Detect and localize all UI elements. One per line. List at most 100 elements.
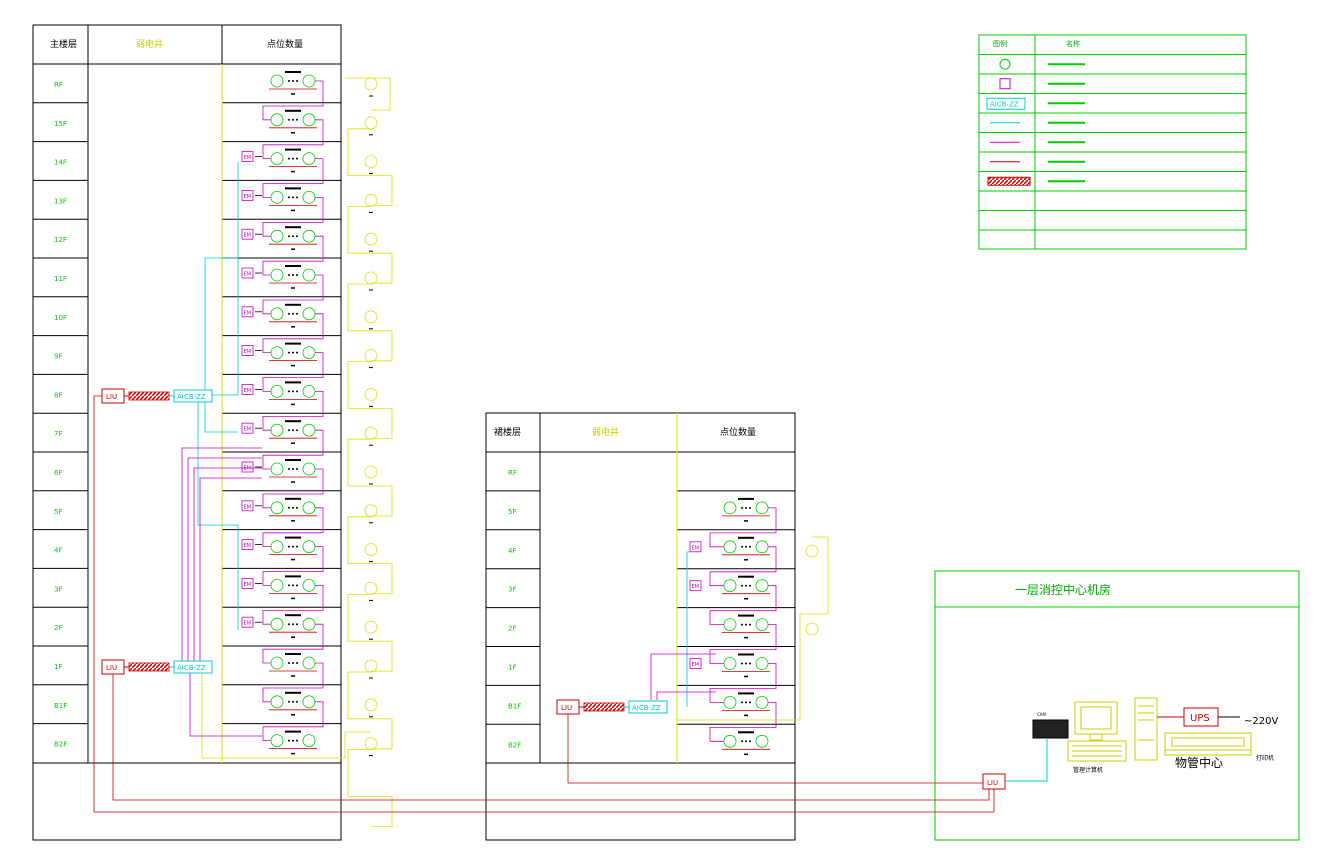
outlet-circle [302, 74, 316, 88]
keyboard-icon: CAM [1032, 712, 1069, 739]
outlet-circle [270, 346, 284, 360]
magenta-riser [199, 477, 262, 668]
dot-mark [745, 740, 747, 743]
main-floor-label: 8F [54, 391, 62, 399]
dot-mark [292, 118, 294, 121]
podium-header-floor: 裙楼层 [494, 426, 521, 438]
main-floor-label: 12F [54, 236, 67, 244]
dot-mark [741, 584, 743, 587]
camera-yellow-link [347, 205, 393, 284]
podium-floor-label: 3F [508, 586, 516, 594]
camera-yellow-link [347, 361, 393, 439]
shaft-yellow-link [222, 731, 371, 759]
camera-circle [364, 77, 378, 91]
camera-circle [364, 232, 378, 246]
outlet-circle [302, 423, 316, 437]
outlet-circle [302, 734, 316, 747]
camera-circle [364, 193, 378, 207]
main-floor-label: 11F [54, 275, 67, 283]
main-8f-aicb-box [173, 389, 213, 403]
camera-circle [364, 698, 378, 712]
camera-circle [364, 155, 378, 169]
dot-mark [296, 623, 298, 626]
dot-mark [292, 351, 294, 354]
red-trunk-line [93, 395, 995, 813]
em-box [241, 578, 254, 589]
dot-mark [741, 623, 743, 626]
main-magenta-link [262, 80, 324, 121]
dot-mark [296, 80, 298, 82]
camera-circle [364, 620, 378, 634]
main-outlet-pair [269, 148, 317, 173]
dot-mark [296, 700, 298, 703]
dot-mark [292, 390, 294, 393]
dot-mark [292, 739, 294, 742]
legend-aicb-symbol [986, 97, 1026, 110]
em-box [241, 539, 254, 550]
main-outlet-pair [269, 691, 317, 716]
legend-header-name: 名称 [1066, 39, 1080, 48]
outlet-circle [302, 229, 316, 243]
main-outlet-pair [269, 109, 317, 134]
outlet-circle [723, 657, 737, 670]
outlet-circle [270, 190, 284, 204]
outlet-circle [723, 540, 737, 554]
outlet-circle [270, 229, 284, 243]
camera-circle [364, 659, 378, 673]
main-outlet-pair [269, 614, 317, 638]
dot-mark [288, 739, 290, 742]
main-1f-aicb-label: AICB-ZZ [177, 664, 206, 672]
dot-mark [749, 740, 751, 743]
podium-floor-label: B2F [508, 741, 521, 749]
outlet-circle [302, 501, 316, 515]
main-outlet-pair [269, 342, 317, 367]
camera-yellow-link [347, 594, 393, 672]
dot-mark [296, 545, 298, 548]
main-floor-label: 2F [54, 624, 62, 632]
dot-mark [296, 157, 298, 160]
main-floor-label: 14F [54, 159, 67, 167]
cyan-line [197, 400, 239, 630]
legend-hatch-symbol [987, 176, 1031, 186]
control-liu-label: LIU [987, 779, 998, 787]
podium-b1f-aicb-label: AICB-ZZ [632, 704, 661, 712]
main-magenta-link [262, 623, 324, 664]
podium-floor-label: 4F [508, 547, 516, 555]
main-outlet-pair [269, 187, 317, 212]
dot-mark [296, 739, 298, 742]
dot-mark [292, 429, 294, 432]
em-label: EM [244, 310, 251, 316]
main-floor-label: 1F [54, 663, 62, 671]
outlet-circle [270, 152, 284, 166]
camera-yellow-link [347, 283, 393, 362]
outlet-circle [270, 734, 284, 747]
podium-floor-label: B1F [508, 702, 521, 710]
main-magenta-link [262, 235, 324, 276]
dot-mark [749, 545, 751, 548]
podium-outlet-pair [722, 536, 770, 561]
main-magenta-link [262, 352, 324, 392]
main-floor-label: RF [54, 81, 63, 89]
dot-mark [296, 196, 298, 199]
dot-mark [292, 235, 294, 238]
podium-camera-circle [805, 622, 819, 636]
camera-circle [364, 504, 378, 518]
main-8f-hatch-bar [128, 391, 170, 401]
em-label: EM [244, 194, 251, 200]
control-room-title: 一层消控中心机房 [1015, 582, 1111, 597]
legend-outlet-symbol [999, 58, 1011, 70]
dot-mark [292, 468, 294, 470]
podium-b1f-aicb-box [628, 700, 668, 714]
em-label: EM [244, 621, 251, 627]
camera-circle [364, 349, 378, 363]
main-outlet-pair [269, 497, 317, 522]
camera-circle [364, 271, 378, 285]
outlet-circle [270, 501, 284, 515]
em-box [241, 616, 254, 628]
main-header-shaft: 弱电井 [136, 38, 163, 50]
dot-mark [288, 429, 290, 432]
outlet-circle [302, 695, 316, 709]
em-label: EM [244, 582, 251, 588]
main-floor-label: 10F [54, 314, 67, 322]
